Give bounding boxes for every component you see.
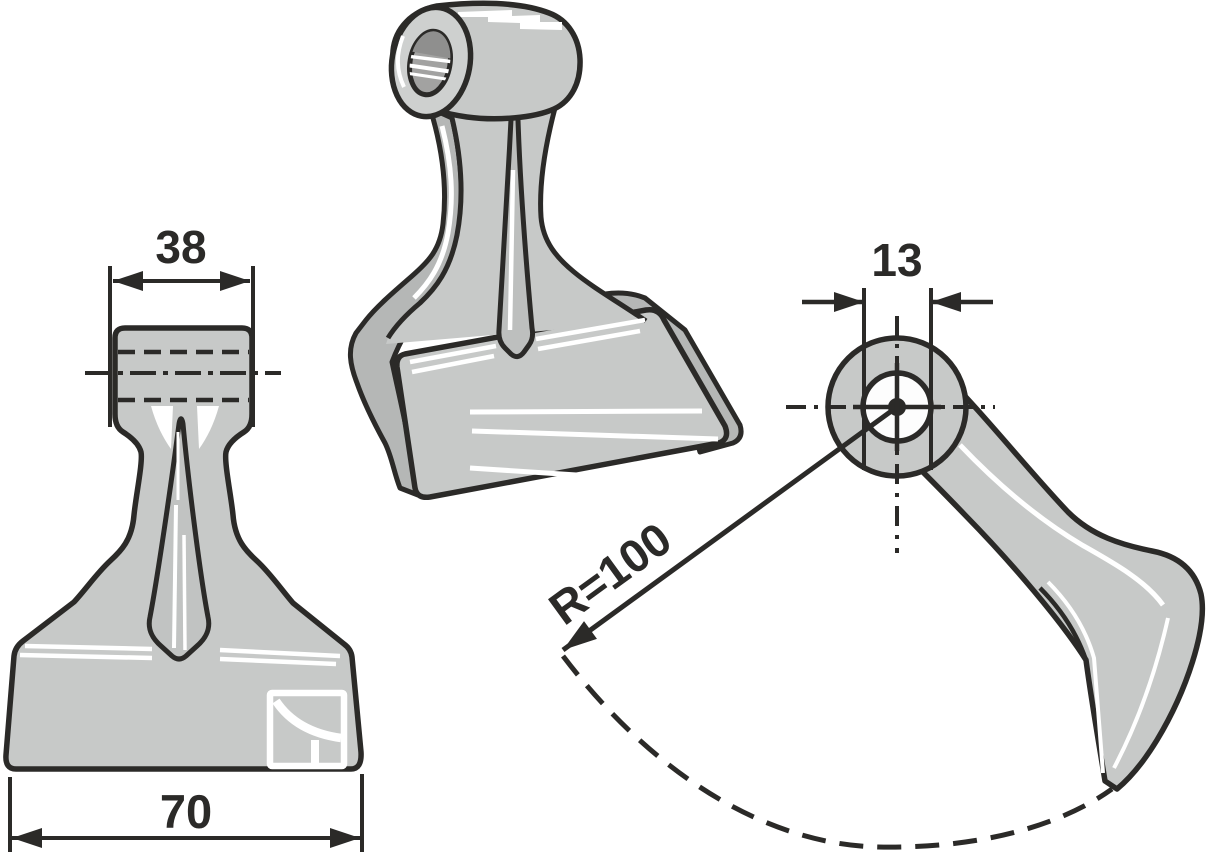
persp-neck-right-edge — [538, 107, 648, 324]
front-blade-highlights — [19, 643, 341, 667]
dim-arrow-icon — [834, 292, 864, 312]
dim-arrow-icon — [220, 271, 250, 291]
persp-hub-highlight — [458, 10, 562, 30]
front-wedge-highlights — [172, 432, 187, 651]
extension-lines — [108, 266, 255, 427]
dim-arrow-icon — [330, 828, 360, 848]
dim-arrow-icon — [12, 828, 42, 848]
dimension-hub-width: 38 — [108, 221, 255, 427]
extension-lines — [862, 288, 933, 470]
dim-arrow-icon — [113, 271, 143, 291]
front-wedge-rib — [146, 416, 212, 662]
dim-arrow-icon — [563, 621, 597, 650]
front-shoulder-highlight-right — [197, 406, 219, 449]
blade-width-label: 70 — [160, 785, 212, 838]
front-view: 38 70 — [3, 221, 364, 852]
front-hidden-lines — [118, 349, 249, 403]
hub-width-label: 38 — [155, 221, 206, 273]
persp-ring-highlight — [395, 35, 406, 88]
brand-logo-icon — [266, 689, 348, 770]
persp-wedge-highlight — [507, 169, 516, 331]
swing-arc — [561, 654, 1114, 850]
extension-lines — [8, 774, 364, 852]
dimension-blade-width: 70 — [8, 774, 364, 852]
dim-arrow-icon — [931, 292, 961, 312]
side-arm-blade — [901, 365, 1206, 792]
perspective-view — [348, 0, 744, 501]
front-shoulder-highlight-left — [151, 406, 173, 449]
side-centerlines — [786, 316, 995, 553]
radius-line — [561, 404, 899, 653]
persp-neck-left-edge — [385, 117, 464, 340]
side-highlights — [958, 443, 1170, 774]
persp-wedge-rib — [496, 97, 536, 360]
bore-diameter-label: 13 — [871, 234, 922, 286]
side-view: 13 R=100 — [539, 234, 1206, 850]
persp-flange-highlight — [412, 125, 454, 300]
dimension-bore-diameter: 13 — [802, 234, 993, 470]
persp-blade-highlights — [409, 317, 719, 480]
side-bend-crease — [1038, 586, 1089, 661]
